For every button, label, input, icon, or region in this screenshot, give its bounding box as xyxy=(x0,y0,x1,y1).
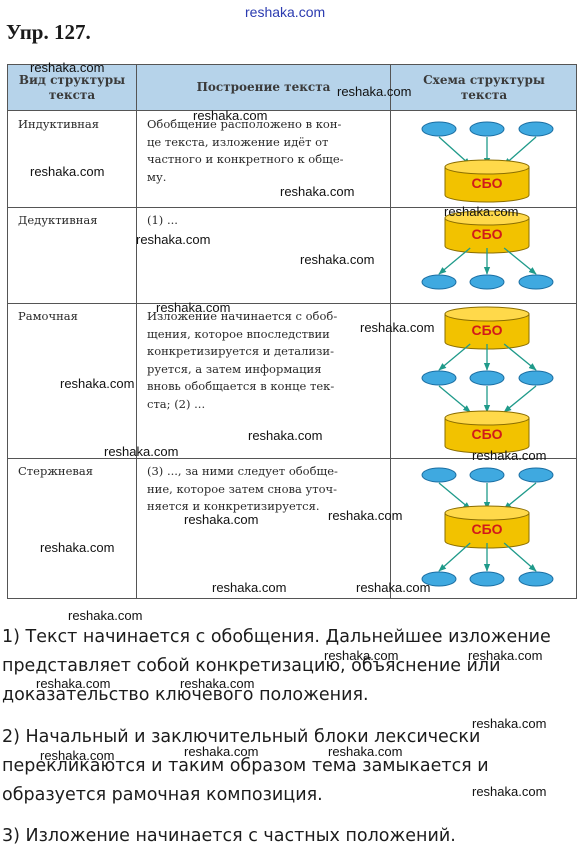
answer-1: 1) Текст начинается с обобщения. Дальней… xyxy=(2,627,551,705)
cbo-label: СБО xyxy=(471,426,502,442)
detail-oval xyxy=(421,274,457,290)
exercise-title: Упр. 127. xyxy=(6,20,91,44)
schema-arrow xyxy=(438,343,471,371)
watermark: reshaka.com xyxy=(248,428,323,443)
watermark: reshaka.com xyxy=(212,580,287,595)
detail-oval xyxy=(469,370,505,386)
row-divider xyxy=(8,458,576,459)
detail-oval xyxy=(518,467,554,483)
cbo-cylinder: СБО xyxy=(444,410,530,454)
schema-arrow xyxy=(438,385,471,413)
watermark: reshaka.com xyxy=(60,376,135,391)
schema-arrow xyxy=(438,482,471,510)
inductive-scheme: СБО xyxy=(421,121,554,203)
text-structure-table: Вид структуры текста Построение текста С… xyxy=(7,64,577,599)
row-divider xyxy=(8,207,576,208)
header-structure-type: Вид структуры текста xyxy=(18,72,126,102)
schema-arrow xyxy=(503,247,537,275)
cbo-label: СБО xyxy=(471,175,502,191)
cbo-cylinder: СБО xyxy=(444,505,530,549)
row-inductive-text: Обобщение расположено в кон- це текста, … xyxy=(147,117,344,184)
watermark: reshaka.com xyxy=(472,448,547,463)
watermark: reshaka.com xyxy=(184,744,259,759)
detail-oval xyxy=(421,370,457,386)
cbo-cylinder: СБО xyxy=(444,210,530,254)
watermark: reshaka.com xyxy=(280,184,355,199)
column-divider xyxy=(136,65,137,598)
watermark: reshaka.com xyxy=(193,108,268,123)
watermark: reshaka.com xyxy=(337,84,412,99)
detail-oval xyxy=(518,121,554,137)
watermark: reshaka.com xyxy=(136,232,211,247)
watermark: reshaka.com xyxy=(356,580,431,595)
row-frame-type: Рамочная xyxy=(18,309,78,323)
header-text-construction: Построение текста xyxy=(196,80,331,94)
schema-arrow xyxy=(438,136,471,166)
answer-2: 2) Начальный и заключительный блоки лекс… xyxy=(2,727,489,805)
watermark: reshaka.com xyxy=(472,716,547,731)
cbo-label: СБО xyxy=(471,226,502,242)
cbo-label: СБО xyxy=(471,322,502,338)
watermark: reshaka.com xyxy=(40,540,115,555)
watermark: reshaka.com xyxy=(30,164,105,179)
detail-oval xyxy=(469,467,505,483)
row-frame-text: Изложение начинается с обоб- щения, кото… xyxy=(147,309,338,411)
watermark: reshaka.com xyxy=(184,512,259,527)
row-core-type: Стержневая xyxy=(18,464,93,478)
schema-arrow xyxy=(503,136,537,166)
watermark: reshaka.com xyxy=(68,608,143,623)
schema-arrow xyxy=(503,385,537,413)
watermark: reshaka.com xyxy=(40,748,115,763)
watermark: reshaka.com xyxy=(180,676,255,691)
detail-oval xyxy=(469,571,505,587)
cbo-cylinder: СБО xyxy=(444,306,530,350)
row-deductive-text: (1) ... xyxy=(147,213,178,227)
schema-arrow xyxy=(438,542,471,572)
detail-oval xyxy=(421,121,457,137)
cbo-label: СБО xyxy=(471,521,502,537)
column-divider xyxy=(390,65,391,598)
detail-oval xyxy=(469,274,505,290)
watermark: reshaka.com xyxy=(300,252,375,267)
detail-oval xyxy=(518,571,554,587)
detail-oval xyxy=(469,121,505,137)
detail-oval xyxy=(518,274,554,290)
watermark: reshaka.com xyxy=(472,784,547,799)
frame-scheme: СБО СБО xyxy=(421,306,554,454)
answer-3: 3) Изложение начинается с частных положе… xyxy=(2,826,456,846)
row-inductive-type: Индуктивная xyxy=(18,117,100,131)
watermark: reshaka.com xyxy=(156,300,231,315)
watermark: reshaka.com xyxy=(468,648,543,663)
watermark: reshaka.com xyxy=(36,676,111,691)
schema-arrow xyxy=(503,343,537,371)
schema-arrow xyxy=(438,247,471,275)
schema-arrow xyxy=(503,482,537,510)
row-core-text: (3) ..., за ними следует обобще- ние, ко… xyxy=(147,464,338,513)
table-header: Вид структуры текста Построение текста С… xyxy=(8,65,576,111)
detail-oval xyxy=(421,467,457,483)
watermark: reshaka.com xyxy=(328,744,403,759)
detail-oval xyxy=(421,571,457,587)
watermark: reshaka.com xyxy=(328,508,403,523)
watermark: reshaka.com xyxy=(245,4,326,20)
row-deductive-type: Дедуктивная xyxy=(18,213,98,227)
cbo-cylinder: СБО xyxy=(444,159,530,203)
watermark: reshaka.com xyxy=(104,444,179,459)
watermark: reshaka.com xyxy=(444,204,519,219)
row-divider xyxy=(8,303,576,304)
deductive-scheme: СБО xyxy=(421,210,554,290)
watermark: reshaka.com xyxy=(324,648,399,663)
detail-oval xyxy=(518,370,554,386)
header-structure-scheme: Схема структуры текста xyxy=(423,72,545,102)
schema-arrow xyxy=(503,542,537,572)
watermark: reshaka.com xyxy=(30,60,105,75)
watermark: reshaka.com xyxy=(360,320,435,335)
core-scheme: СБО xyxy=(421,467,554,587)
